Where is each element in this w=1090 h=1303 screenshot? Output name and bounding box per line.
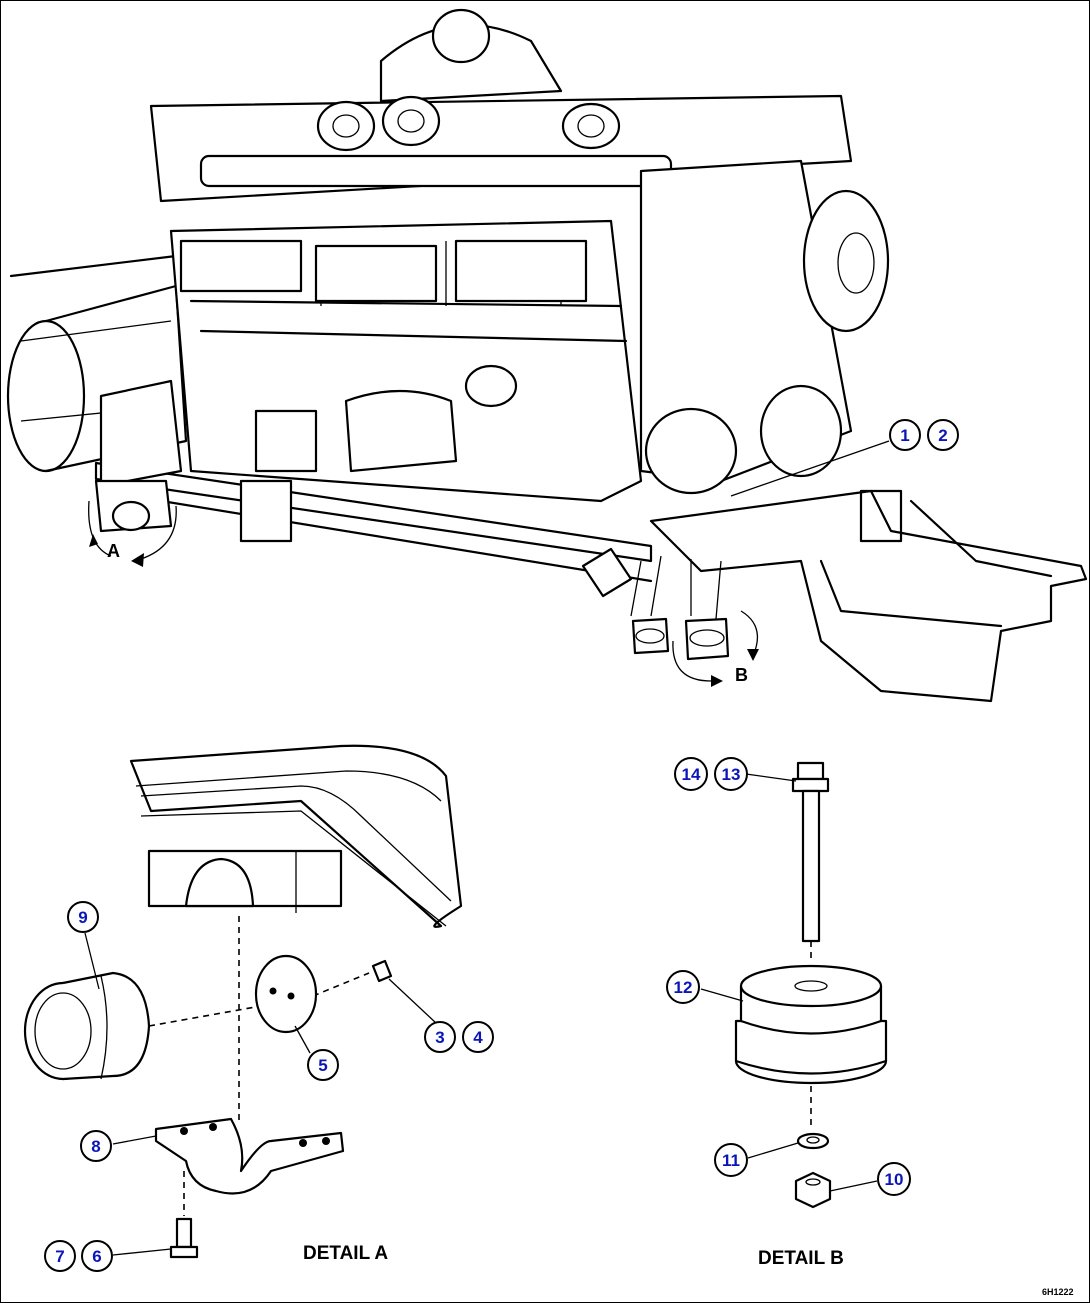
svg-text:9: 9 (78, 908, 87, 927)
svg-text:5: 5 (318, 1056, 327, 1075)
svg-text:6: 6 (92, 1247, 101, 1266)
svg-text:11: 11 (722, 1151, 740, 1170)
callout-10[interactable]: 10 (877, 1162, 911, 1196)
svg-text:4: 4 (473, 1028, 483, 1047)
svg-text:10: 10 (885, 1170, 904, 1189)
callout-7[interactable]: 7 (44, 1240, 76, 1272)
callout-14[interactable]: 14 (674, 757, 708, 791)
callout-2[interactable]: 2 (927, 419, 959, 451)
detail-b-label: DETAIL B (758, 1248, 844, 1269)
callout-6[interactable]: 6 (81, 1240, 113, 1272)
svg-text:3: 3 (435, 1028, 444, 1047)
detail-a (23, 744, 463, 1259)
engine-assembly (6, 8, 1088, 703)
svg-text:1: 1 (900, 426, 909, 445)
callout-11[interactable]: 11 (714, 1143, 748, 1177)
callout-13[interactable]: 13 (714, 757, 748, 791)
svg-text:13: 13 (722, 765, 741, 784)
svg-text:7: 7 (55, 1247, 64, 1266)
callout-5[interactable]: 5 (307, 1049, 339, 1081)
callout-9[interactable]: 9 (67, 901, 99, 933)
view-label-a: A (107, 541, 120, 561)
detail-b (700, 761, 888, 1209)
callout-4[interactable]: 4 (462, 1021, 494, 1053)
svg-text:2: 2 (938, 426, 947, 445)
callout-8[interactable]: 8 (80, 1130, 112, 1162)
detail-a-label: DETAIL A (303, 1243, 388, 1264)
view-label-b: B (735, 665, 748, 685)
svg-text:12: 12 (674, 978, 693, 997)
callout-12[interactable]: 12 (666, 970, 700, 1004)
callout-3[interactable]: 3 (424, 1021, 456, 1053)
callout-1[interactable]: 1 (889, 419, 921, 451)
svg-text:8: 8 (91, 1137, 100, 1156)
drawing-code: 6H1222 (1042, 1287, 1074, 1297)
svg-text:14: 14 (682, 765, 701, 784)
